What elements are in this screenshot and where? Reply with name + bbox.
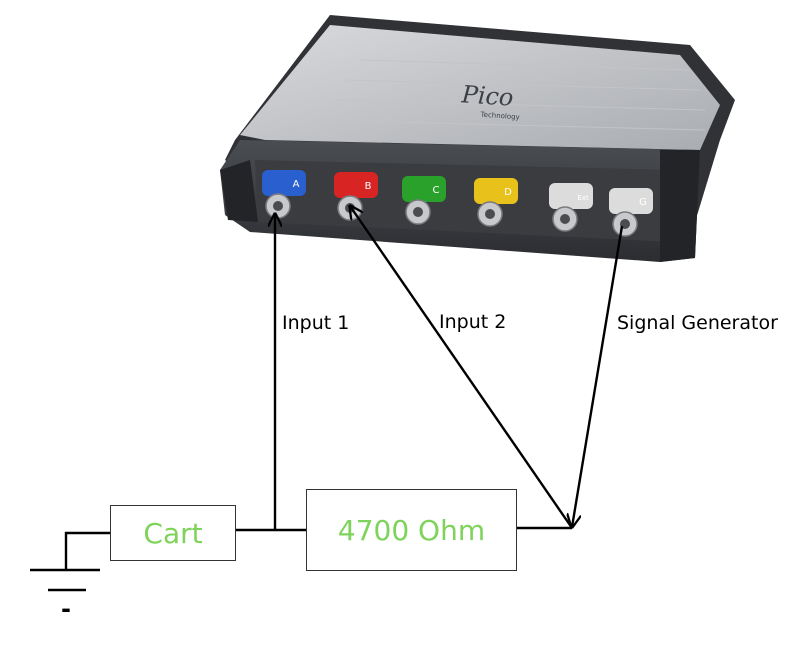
channel-color-cap	[474, 178, 518, 204]
brand-subtext: Technology	[479, 111, 520, 122]
channel-color-cap	[609, 188, 653, 214]
input2-wire	[350, 206, 573, 529]
channel-color-cap	[334, 172, 378, 198]
ground-minus-sign: -	[61, 595, 71, 623]
channel-letter: G	[639, 197, 647, 208]
bnc-pin	[485, 209, 495, 219]
bnc-pin	[560, 214, 570, 224]
signal-generator-label: Signal Generator	[617, 312, 778, 334]
channel-letter: D	[504, 187, 512, 198]
channel-g-connector: G	[609, 188, 653, 237]
brand-logo: Pico	[460, 80, 515, 112]
channel-ext-connector: Ext	[549, 183, 593, 232]
channel-color-cap	[402, 176, 446, 202]
cart-component-box: Cart	[110, 505, 236, 561]
oscilloscope-device	[220, 15, 735, 262]
bnc-pin	[413, 207, 423, 217]
channel-letter: B	[365, 181, 372, 192]
resistor-component-box: 4700 Ohm	[306, 489, 517, 571]
ground-icon	[30, 568, 100, 592]
bnc-connectors: A B C D Ext G	[262, 170, 653, 237]
channel-d-connector: D	[474, 178, 518, 227]
channel-letter: Ext	[577, 194, 589, 202]
channel-letter: C	[433, 185, 440, 196]
channel-c-connector: C	[402, 176, 446, 225]
input1-label: Input 1	[282, 312, 350, 334]
ground-wire	[64, 531, 110, 570]
signal-generator-wire	[572, 225, 624, 527]
channel-letter: A	[293, 179, 300, 190]
bnc-pin	[273, 201, 283, 211]
wires	[64, 206, 624, 570]
channel-color-cap	[549, 183, 593, 209]
channel-color-cap	[262, 170, 306, 196]
resistor-label: 4700 Ohm	[337, 513, 486, 547]
cart-label: Cart	[143, 516, 203, 550]
input2-label: Input 2	[439, 311, 507, 333]
